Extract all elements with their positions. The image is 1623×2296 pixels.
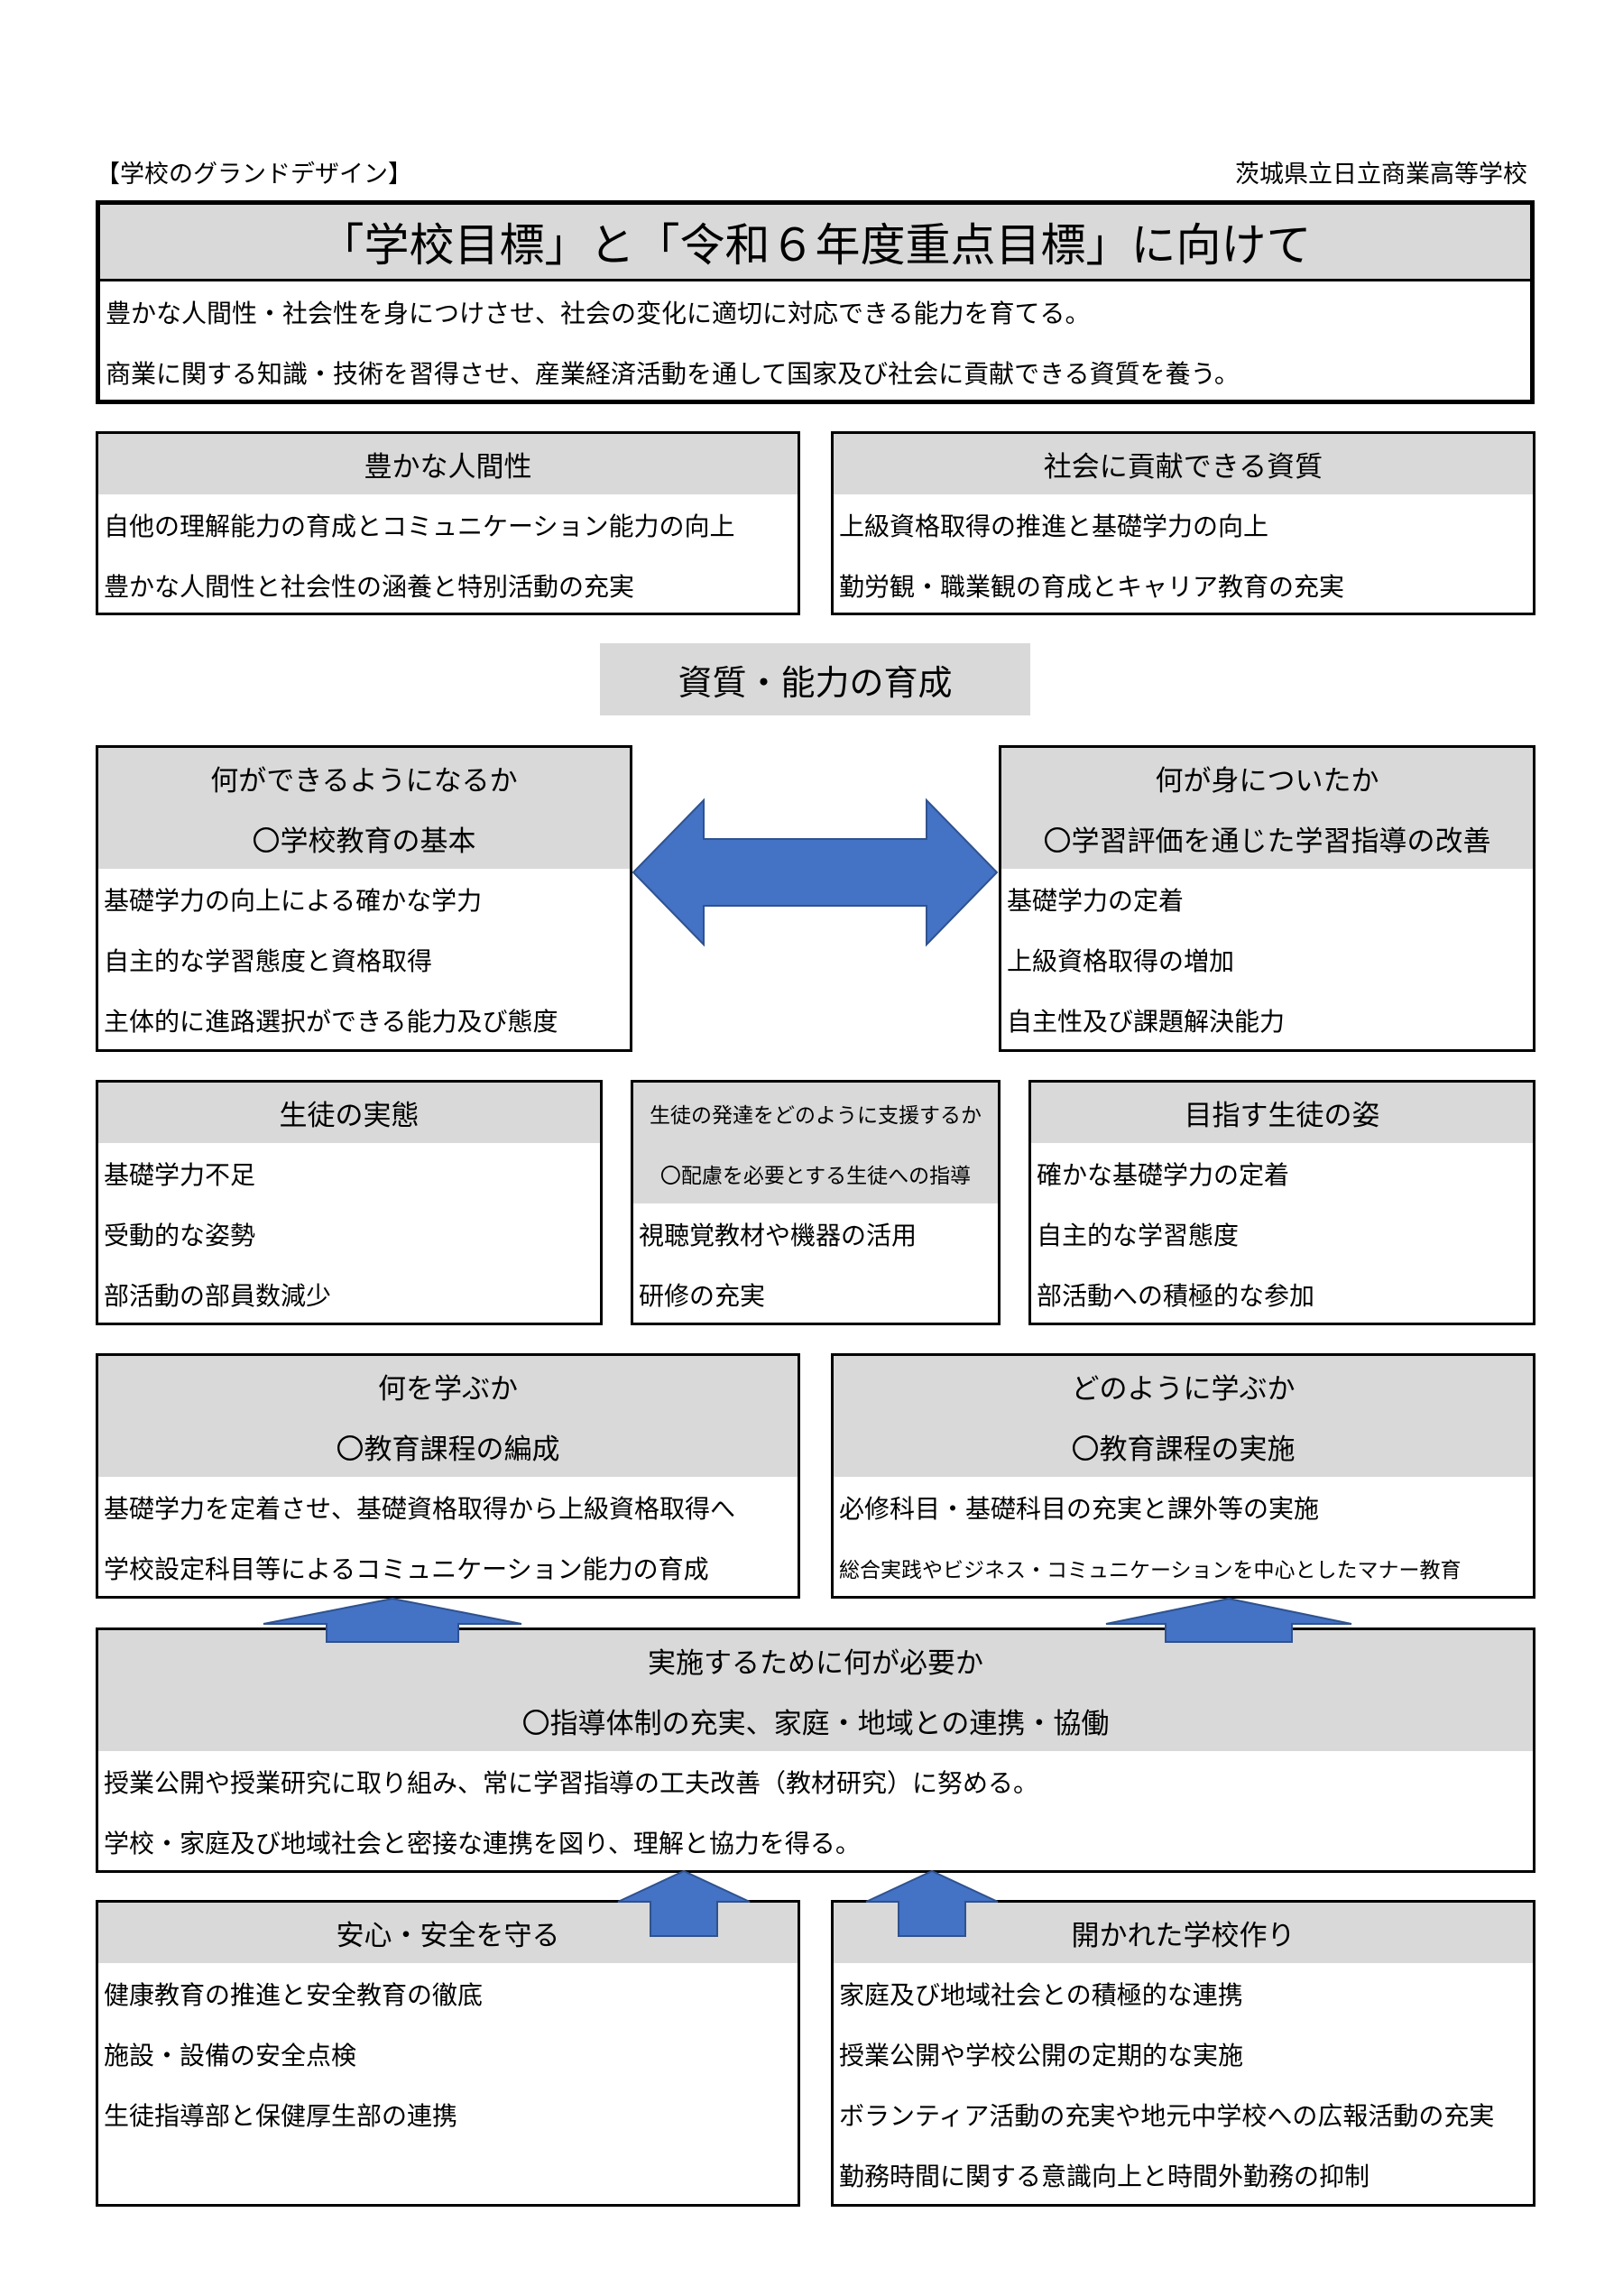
student-state-line-1: 基礎学力不足 xyxy=(104,1159,256,1190)
ideal-student-box: 目指す生徒の姿 確かな基礎学力の定着 自主的な学習態度 部活動への積極的な参加 xyxy=(1028,1080,1535,1325)
goal-line-2: 商業に関する知識・技術を習得させ、産業経済活動を通して国家及び社会に貢献できる資… xyxy=(106,358,1240,389)
center-label: 資質・能力の育成 xyxy=(600,643,1030,715)
humanity-line-1: 自他の理解能力の育成とコミュニケーション能力の向上 xyxy=(104,511,735,541)
what-to-learn-line-2: 学校設定科目等によるコミュニケーション能力の育成 xyxy=(104,1554,709,1584)
acquired-heading-2: 〇学習評価を通じた学習指導の改善 xyxy=(1043,825,1491,858)
student-state-line-3: 部活動の部員数減少 xyxy=(104,1280,332,1311)
humanity-box: 豊かな人間性 自他の理解能力の育成とコミュニケーション能力の向上 豊かな人間性と… xyxy=(96,431,800,615)
support-box: 生徒の発達をどのように支援するか 〇配慮を必要とする生徒への指導 視聴覚教材や機… xyxy=(631,1080,1001,1325)
how-to-learn-line-2: 総合実践やビジネス・コミュニケーションを中心としたマナー教育 xyxy=(839,1558,1462,1582)
goal-box: 「学校目標」と「令和６年度重点目標」に向けて 豊かな人間性・社会性を身につけさせ… xyxy=(96,200,1535,404)
ideal-student-line-3: 部活動への積極的な参加 xyxy=(1037,1280,1315,1311)
ideal-student-line-1: 確かな基礎学力の定着 xyxy=(1037,1159,1290,1190)
acquired-line-2: 上級資格取得の増加 xyxy=(1007,945,1235,976)
safety-line-3: 生徒指導部と保健厚生部の連携 xyxy=(104,2100,458,2131)
can-do-header: 何ができるようになるか 〇学校教育の基本 xyxy=(98,748,630,869)
humanity-line-2: 豊かな人間性と社会性の涵養と特別活動の充実 xyxy=(104,571,635,602)
safety-line-1: 健康教育の推進と安全教育の徹底 xyxy=(104,1979,484,2010)
what-to-learn-heading-2: 〇教育課程の編成 xyxy=(336,1434,560,1466)
can-do-heading-2: 〇学校教育の基本 xyxy=(252,825,476,858)
can-do-line-1: 基礎学力の向上による確かな学力 xyxy=(104,885,483,916)
needs-line-1: 授業公開や授業研究に取り組み、常に学習指導の工夫改善（教材研究）に努める。 xyxy=(104,1767,1039,1798)
acquired-header: 何が身についたか 〇学習評価を通じた学習指導の改善 xyxy=(1001,748,1533,869)
header-left: 【学校のグランドデザイン】 xyxy=(96,161,412,189)
open-school-line-3: ボランティア活動の充実や地元中学校への広報活動の充実 xyxy=(839,2100,1495,2131)
support-line-1: 視聴覚教材や機器の活用 xyxy=(639,1220,918,1250)
ideal-student-line-2: 自主的な学習態度 xyxy=(1037,1220,1240,1250)
acquired-heading-1: 何が身についたか xyxy=(1155,765,1379,798)
how-to-learn-box: どのように学ぶか 〇教育課程の実施 必修科目・基礎科目の充実と課外等の実施 総合… xyxy=(831,1353,1535,1599)
header-right: 茨城県立日立商業高等学校 xyxy=(1235,161,1527,189)
can-do-line-3: 主体的に進路選択ができる能力及び態度 xyxy=(104,1006,558,1037)
how-to-learn-line-1: 必修科目・基礎科目の充実と課外等の実施 xyxy=(839,1493,1320,1524)
ideal-student-heading: 目指す生徒の姿 xyxy=(1031,1083,1533,1143)
humanity-heading: 豊かな人間性 xyxy=(98,434,798,494)
support-heading-2: 〇配慮を必要とする生徒への指導 xyxy=(659,1164,972,1188)
acquired-line-3: 自主性及び課題解決能力 xyxy=(1007,1006,1286,1037)
what-to-learn-box: 何を学ぶか 〇教育課程の編成 基礎学力を定着させ、基礎資格取得から上級資格取得へ… xyxy=(96,1353,800,1599)
page-title: 「学校目標」と「令和６年度重点目標」に向けて xyxy=(100,205,1530,281)
contribution-box: 社会に貢献できる資質 上級資格取得の推進と基礎学力の向上 勤労観・職業観の育成と… xyxy=(831,431,1535,615)
needs-heading-2: 〇指導体制の充実、家庭・地域との連携・協働 xyxy=(521,1708,1110,1740)
what-to-learn-heading-1: 何を学ぶか xyxy=(378,1373,518,1406)
can-do-box: 何ができるようになるか 〇学校教育の基本 基礎学力の向上による確かな学力 自主的… xyxy=(96,745,632,1052)
student-state-box: 生徒の実態 基礎学力不足 受動的な姿勢 部活動の部員数減少 xyxy=(96,1080,603,1325)
safety-line-2: 施設・設備の安全点検 xyxy=(104,2040,357,2070)
what-to-learn-header: 何を学ぶか 〇教育課程の編成 xyxy=(98,1356,798,1477)
student-state-line-2: 受動的な姿勢 xyxy=(104,1220,256,1250)
can-do-line-2: 自主的な学習態度と資格取得 xyxy=(104,945,433,976)
needs-box: 実施するために何が必要か 〇指導体制の充実、家庭・地域との連携・協働 授業公開や… xyxy=(96,1627,1535,1873)
how-to-learn-heading-2: 〇教育課程の実施 xyxy=(1071,1434,1296,1466)
what-to-learn-line-1: 基礎学力を定着させ、基礎資格取得から上級資格取得へ xyxy=(104,1493,736,1524)
open-school-line-4: 勤務時間に関する意識向上と時間外勤務の抑制 xyxy=(839,2161,1370,2191)
contribution-line-1: 上級資格取得の推進と基礎学力の向上 xyxy=(839,511,1269,541)
needs-heading-1: 実施するために何が必要か xyxy=(648,1647,983,1680)
how-to-learn-heading-1: どのように学ぶか xyxy=(1071,1373,1296,1406)
support-header: 生徒の発達をどのように支援するか 〇配慮を必要とする生徒への指導 xyxy=(633,1083,998,1203)
contribution-line-2: 勤労観・職業観の育成とキャリア教育の充実 xyxy=(839,571,1345,602)
goal-line-1: 豊かな人間性・社会性を身につけさせ、社会の変化に適切に対応できる能力を育てる。 xyxy=(106,298,1091,328)
student-state-heading: 生徒の実態 xyxy=(98,1083,600,1143)
support-line-2: 研修の充実 xyxy=(639,1280,766,1311)
can-do-heading-1: 何ができるようになるか xyxy=(210,765,518,798)
open-school-line-2: 授業公開や学校公開の定期的な実施 xyxy=(839,2040,1244,2070)
needs-line-2: 学校・家庭及び地域社会と密接な連携を図り、理解と協力を得る。 xyxy=(104,1828,861,1858)
acquired-box: 何が身についたか 〇学習評価を通じた学習指導の改善 基礎学力の定着 上級資格取得… xyxy=(999,745,1535,1052)
open-school-line-1: 家庭及び地域社会との積極的な連携 xyxy=(839,1979,1243,2010)
support-heading-1: 生徒の発達をどのように支援するか xyxy=(650,1103,982,1128)
contribution-heading: 社会に貢献できる資質 xyxy=(834,434,1533,494)
needs-header: 実施するために何が必要か 〇指導体制の充実、家庭・地域との連携・協働 xyxy=(98,1630,1533,1751)
how-to-learn-header: どのように学ぶか 〇教育課程の実施 xyxy=(834,1356,1533,1477)
acquired-line-1: 基礎学力の定着 xyxy=(1007,885,1185,916)
